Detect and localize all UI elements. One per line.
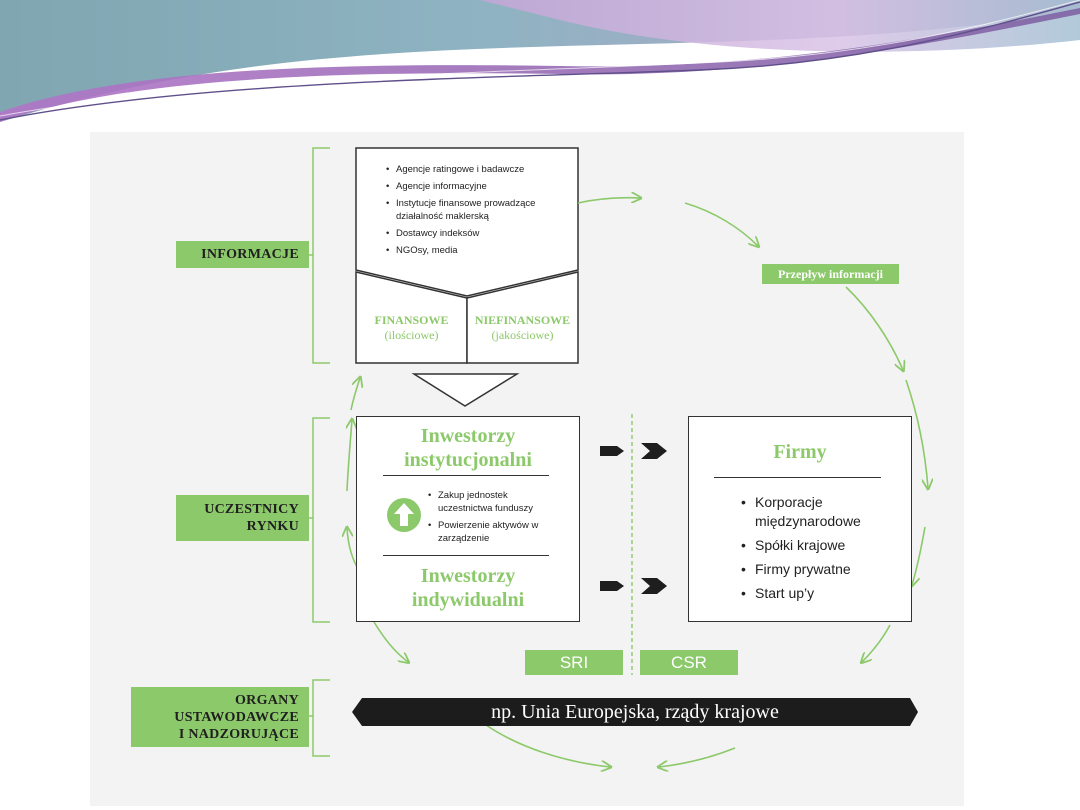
up-arrow-icon — [386, 497, 422, 533]
bracket-uczestnicy — [312, 417, 330, 623]
niefinansowe-box — [466, 271, 579, 364]
firm-item: Firmy prywatne — [741, 560, 901, 579]
investor-action-item: Powierzenie aktywów w zarządzenie — [428, 519, 558, 545]
finansowe-title: FINANSOWE — [374, 313, 449, 327]
label-uczestnicy-line2: RYNKU — [246, 519, 299, 534]
regulators-banner — [352, 698, 918, 726]
bracket-organy — [312, 679, 330, 757]
niefinansowe-sub: (jakościowe) — [491, 328, 554, 342]
label-organy-line2: USTAWODAWCZE — [174, 709, 299, 725]
info-source-item: Agencje ratingowe i badawcze — [386, 163, 566, 176]
individual-line2: indywidualni — [411, 589, 525, 611]
info-sources-list: Agencje ratingowe i badawcze Agencje inf… — [386, 163, 566, 261]
csr-tag: CSR — [640, 650, 738, 675]
label-informacje: INFORMACJE — [176, 241, 309, 268]
csr-text: CSR — [671, 652, 707, 672]
label-informacje-text: INFORMACJE — [201, 247, 299, 262]
firms-title: Firmy — [773, 441, 827, 463]
label-organy: ORGANY USTAWODAWCZE I NADZORUJĄCE — [131, 687, 309, 747]
label-uczestnicy-line1: UCZESTNICY — [204, 502, 299, 517]
firms-rule — [714, 477, 881, 478]
info-source-item: Agencje informacyjne — [386, 180, 566, 193]
arrow-2b — [641, 578, 667, 594]
niefinansowe-title: NIEFINANSOWE — [474, 313, 571, 327]
flow-label-text: Przepływ informacji — [778, 266, 883, 281]
investor-actions-list: Zakup jednostek uczestnictwa funduszy Po… — [428, 489, 558, 549]
arrow-2a — [600, 581, 624, 591]
individual-line1: Inwestorzy — [420, 565, 516, 587]
finansowe-sub: (ilościowe) — [384, 328, 439, 342]
investors-top-rule — [383, 475, 549, 476]
institutional-line2: instytucjonalni — [404, 449, 532, 471]
flow-label: Przepływ informacji — [762, 264, 899, 284]
firm-item: Spółki krajowe — [741, 536, 901, 555]
firm-item: Start up’y — [741, 584, 901, 603]
label-uczestnicy: UCZESTNICY RYNKU — [176, 495, 309, 541]
investor-action-item: Zakup jednostek uczestnictwa funduszy — [428, 489, 558, 515]
arrow-1a — [600, 446, 624, 456]
regulators-text: np. Unia Europejska, rządy krajowe — [491, 700, 779, 723]
sri-tag: SRI — [525, 650, 623, 675]
arrow-1b — [641, 443, 667, 459]
firms-list: Korporacje międzynarodowe Spółki krajowe… — [741, 493, 901, 608]
institutional-line1: Inwestorzy — [420, 425, 516, 447]
info-source-item: Instytucje finansowe prowadzące działaln… — [386, 197, 566, 223]
firm-item: Korporacje międzynarodowe — [741, 493, 901, 531]
down-triangle — [411, 373, 520, 407]
individual-investors-title: Inwestorzy indywidualni — [358, 564, 578, 612]
bracket-informacje — [312, 147, 330, 364]
label-organy-line3: I NADZORUJĄCE — [178, 726, 299, 742]
finansowe-label: FINANSOWE (ilościowe) — [358, 313, 465, 343]
info-source-item: NGOsy, media — [386, 244, 566, 257]
sri-text: SRI — [559, 652, 589, 672]
investors-mid-rule — [383, 555, 549, 556]
decorative-banner — [0, 0, 1080, 122]
institutional-investors-title: Inwestorzy instytucjonalni — [358, 424, 578, 472]
info-source-item: Dostawcy indeksów — [386, 227, 566, 240]
niefinansowe-label: NIEFINANSOWE (jakościowe) — [468, 313, 577, 343]
label-organy-line1: ORGANY — [234, 692, 299, 708]
